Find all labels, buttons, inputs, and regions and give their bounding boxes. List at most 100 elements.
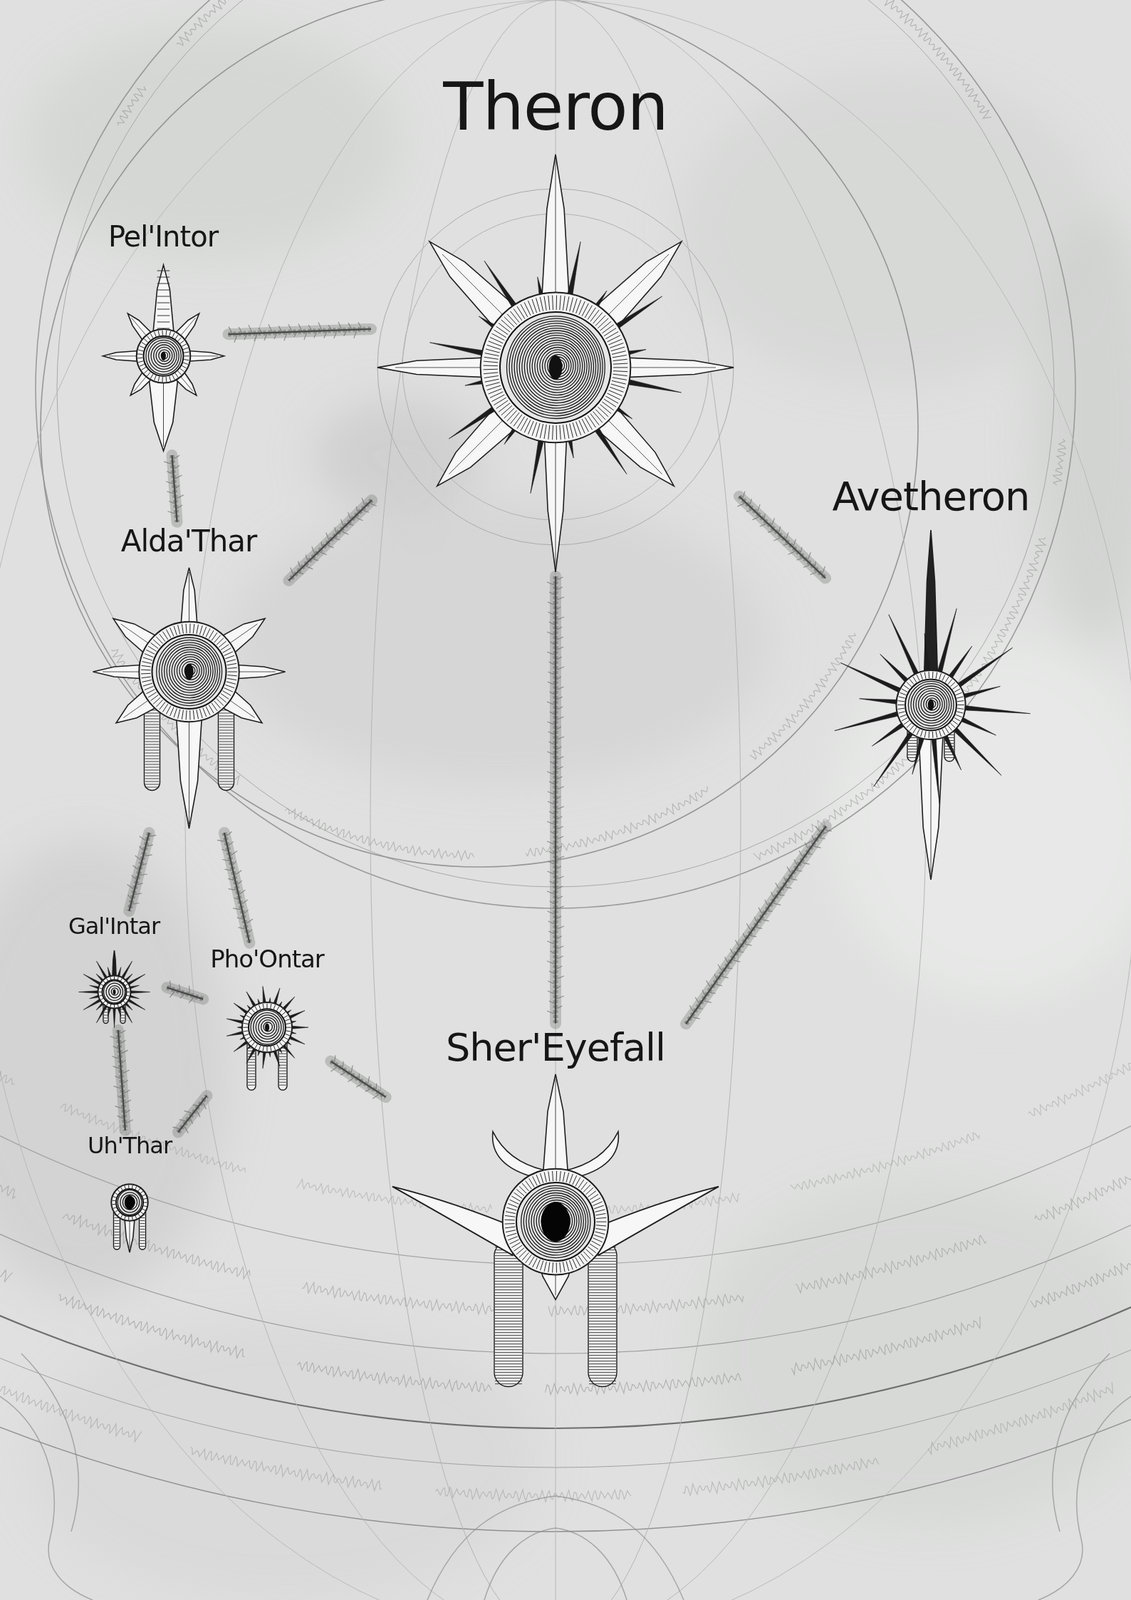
emblem-group <box>226 986 309 1091</box>
emblem-rib <box>109 976 111 980</box>
hyperlane-haze <box>166 987 203 999</box>
emblem-spiral <box>514 323 599 411</box>
emblem-rib <box>138 1187 141 1191</box>
emblem-blade-rib <box>605 366 716 368</box>
emblem-spiral <box>521 1185 591 1258</box>
hyperlane-band <box>224 832 250 943</box>
emblem-pillar-rib <box>494 1260 523 1262</box>
emblem-rib <box>514 1244 523 1251</box>
emblem-pillar-rib <box>218 715 233 717</box>
emblem-rib <box>223 651 233 656</box>
system-name: Theron <box>373 71 738 144</box>
emblem-pillar-rib <box>494 1380 523 1381</box>
emblem-spiral <box>173 654 206 689</box>
hyperlane-band <box>739 496 826 579</box>
emblem-rib <box>283 1014 288 1018</box>
emblem-pillar-rib <box>494 1306 523 1307</box>
emblem-pillar-rib <box>121 1012 125 1013</box>
emblem-spiral <box>145 337 181 375</box>
emblem-rib <box>596 1217 607 1218</box>
emblem-rib <box>102 1000 105 1003</box>
emblem-spire-rib <box>555 158 557 312</box>
emblem-rib <box>114 1210 118 1213</box>
emblem-rib <box>504 1215 515 1217</box>
emblem-rib <box>556 1262 557 1273</box>
emblem-rib <box>551 1262 554 1273</box>
emblem-rib <box>185 623 187 634</box>
emblem-rib <box>126 987 129 989</box>
script-band <box>753 439 1067 861</box>
emblem-pillar-rib <box>589 1343 617 1344</box>
emblem-rib <box>591 1197 602 1203</box>
emblem-rib <box>138 349 144 352</box>
emblem-rib <box>572 422 577 436</box>
emblem-rib <box>593 1237 603 1243</box>
emblem-rib <box>507 1236 518 1240</box>
emblem-rib <box>143 1202 148 1203</box>
emblem-rib <box>916 728 920 735</box>
emblem-spiral <box>161 642 218 701</box>
hyperlane-band <box>172 455 178 523</box>
emblem-rib <box>121 1214 123 1218</box>
emblem-spire-rib <box>163 376 164 447</box>
emblem-pillar-rib <box>144 718 159 720</box>
emblem-rib <box>117 1212 120 1216</box>
emblem-pillar-rib <box>144 786 159 788</box>
emblem-rib <box>282 1012 286 1015</box>
emblem-pillar-rib <box>279 1067 287 1069</box>
emblem-outer-ring <box>895 670 966 740</box>
wash <box>697 1182 1131 1525</box>
emblem-pillar-rib <box>103 1020 108 1022</box>
emblem-spiral <box>253 1012 282 1042</box>
emblem-group <box>92 567 285 829</box>
emblem-rib <box>158 330 160 336</box>
emblem-rib <box>193 623 195 634</box>
emblem-rib <box>246 1014 251 1018</box>
emblem-outer-ring <box>97 975 131 1009</box>
emblem-pillar-rib <box>494 1377 523 1379</box>
script-band <box>0 1057 1131 1317</box>
emblem-pillar-rib <box>589 1371 617 1373</box>
emblem-core <box>151 634 226 709</box>
emblem-rib <box>143 1205 147 1207</box>
emblem-rib <box>928 731 931 738</box>
emblem-rib <box>901 688 908 693</box>
emblem-rib <box>906 722 912 728</box>
emblem-pillar-rib <box>247 1073 255 1075</box>
emblem-eye <box>124 1195 135 1210</box>
emblem-rib <box>142 1208 146 1211</box>
emblem-spiral <box>168 649 211 693</box>
emblem-rib <box>483 365 498 367</box>
emblem-rib <box>172 374 175 380</box>
emblem-rib <box>223 688 233 693</box>
emblem-pillar-rib <box>494 1363 523 1364</box>
emblem-spiral <box>536 1200 577 1243</box>
emblem-rib <box>139 346 145 349</box>
emblem-rib <box>218 695 226 703</box>
emblem-pupil <box>112 989 116 995</box>
emblem-rib <box>556 295 557 310</box>
emblem-pillar-rib <box>494 1266 523 1268</box>
emblem-rib <box>222 690 231 696</box>
emblem-rib <box>562 1261 565 1272</box>
emblem-pillar-rib <box>589 1346 617 1347</box>
emblem-rib <box>932 731 934 738</box>
emblem-rib <box>485 378 500 382</box>
emblem-rib <box>483 372 498 374</box>
emblem-rib <box>569 1173 573 1184</box>
system-emblem <box>217 979 317 1094</box>
emblem-spire-rib <box>555 423 557 568</box>
system-emblem <box>373 153 738 574</box>
emblem-rib <box>168 376 171 382</box>
emblem-spiral <box>178 658 201 683</box>
emblem-rib <box>909 725 914 731</box>
emblem-pillar-rib <box>140 1228 146 1230</box>
emblem-rib <box>117 976 119 980</box>
emblem-rib <box>536 423 541 438</box>
emblem-rib <box>284 1033 290 1035</box>
emblem-rib <box>211 632 218 641</box>
emblem-rib <box>143 653 154 658</box>
emblem-pillar-rib <box>494 1374 523 1376</box>
emblem-pillar-rib <box>247 1084 255 1086</box>
